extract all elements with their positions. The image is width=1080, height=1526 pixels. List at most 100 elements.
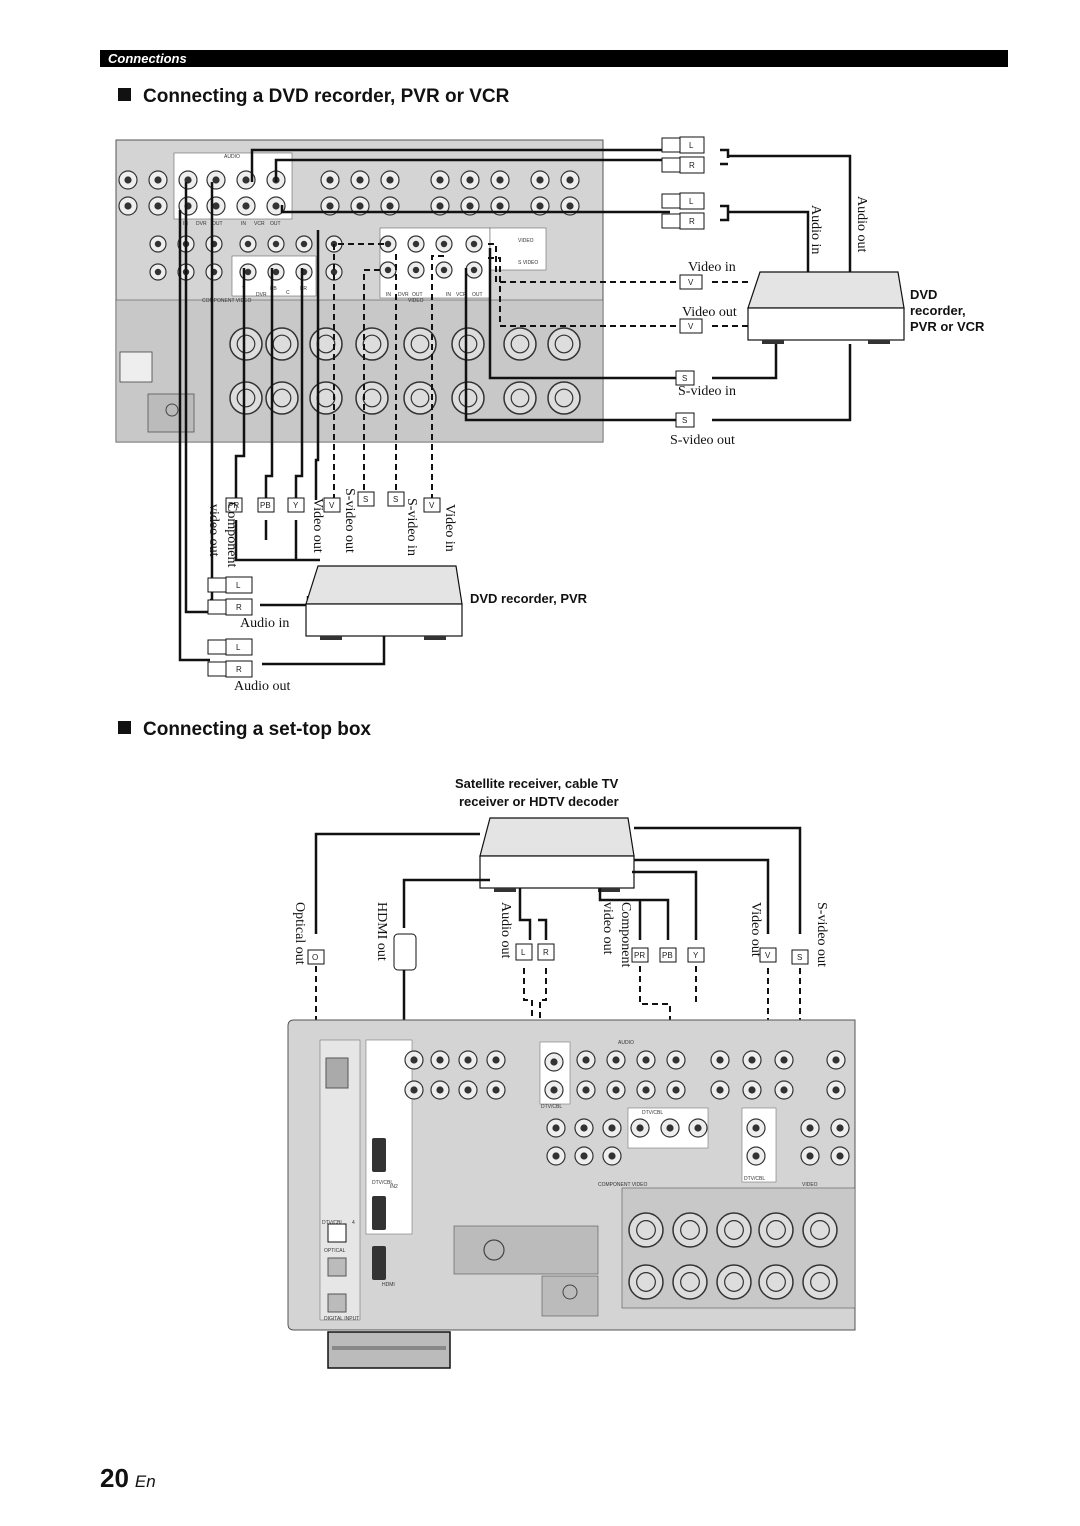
rca-jack-pin [436,202,444,210]
rca-jack-pin [412,240,420,248]
rca-jack-pin [384,240,392,248]
label-svideo-out: S-video out [670,433,735,448]
rca-jack-pin [410,1056,418,1064]
section-label: Connections [108,51,187,66]
label-component-video-out-line-2: video out [206,504,221,557]
label-stb-component-line-2: video out [600,902,615,955]
label-bottom-svideo-out: S-video out [342,488,357,553]
rca-jack-pin [244,240,252,248]
speaker-terminal-ring [236,334,256,354]
label-bottom-video-out: Video out [310,498,325,553]
plug-pb: PB [260,501,271,510]
rca-jack-pin [154,202,162,210]
plug-s-4: S [393,495,398,504]
device-right-label-line-1: DVD [910,287,937,302]
plug-r-2: R [689,217,695,226]
speaker-terminal [229,327,263,361]
cables-right-video [488,243,750,327]
rca-jack-pin [780,1056,788,1064]
speaker-terminal-ring [636,1272,656,1292]
rca-jack-pin [582,1056,590,1064]
plug-stb-v: V [765,951,771,960]
plug-stb-r: R [543,948,549,957]
panel-label-pr: PR [300,286,307,292]
plug-l: L [689,141,694,150]
rca-jack-pin [436,1086,444,1094]
plug-pr: PR [228,501,239,510]
plug-stb-y: Y [693,951,699,960]
label-bottom-svideo-in: S-video in [404,498,419,556]
rca-jack-pin [356,176,364,184]
rca-jack-pin [124,176,132,184]
rca-jack-pin [748,1056,756,1064]
speaker-terminal-ring [810,1272,830,1292]
panel-label-dtv-cbl: DTV/CBL [541,1104,562,1110]
rca-jack-pin [566,202,574,210]
rca-jack-pin [716,1086,724,1094]
rca-jack-pin [832,1056,840,1064]
speaker-terminal-ring [554,334,574,354]
speaker-terminal [716,1264,752,1300]
rca-jack-pin [386,202,394,210]
speaker-terminal-ring [810,1220,830,1240]
plug-y: Y [293,501,299,510]
rca-jack-pin [272,202,280,210]
plug-l-4: L [236,643,241,652]
label-bottom-audio-out: Audio out [234,679,291,694]
plugs-bottom: PR PB Y V S S V L R L R [207,491,441,678]
plug-l-2: L [689,197,694,206]
rca-jack-pin [496,202,504,210]
speaker-terminal [758,1212,794,1248]
speaker-terminal-ring [724,1220,744,1240]
rca-jack-pin [608,1124,616,1132]
speaker-terminal-ring [510,334,530,354]
speaker-terminal-ring [458,388,478,408]
panel-label-dtv-cbl-3: DTV/CBL [744,1176,765,1182]
panel-label-out-4: OUT [472,292,483,298]
speaker-terminal [547,381,581,415]
rca-jack-pin [806,1124,814,1132]
rca-jack-pin [580,1152,588,1160]
panel-label-audio-2: AUDIO [618,1040,634,1046]
rca-jack-pin [552,1124,560,1132]
rca-jack-pin [694,1124,702,1132]
rca-jack-pin [836,1124,844,1132]
speaker-terminal-ring [724,1272,744,1292]
plugs-right: L R L R V V S S [661,136,705,428]
speaker-terminal-ring [410,388,430,408]
page-lang: En [134,1472,156,1491]
rca-jack-pin [212,202,220,210]
speaker-terminal [672,1212,708,1248]
stb-device-label-line-1: Satellite receiver, cable TV [455,776,619,791]
plug-s-2: S [682,416,687,425]
panel-label-in2: IN2 [390,1184,398,1190]
page-number-value: 20 [100,1463,129,1493]
panel-label-dvr: DVR [196,221,207,227]
label-stb-audio-out: Audio out [498,902,513,959]
rca-jack-pin [154,240,162,248]
dvd-heading-text: Connecting a DVD recorder, PVR or VCR [143,86,510,107]
plug-v-4: V [429,501,435,510]
panel-label-optical: OPTICAL [324,1248,346,1254]
rca-jack-pin [752,1124,760,1132]
rca-jack-pin [716,1056,724,1064]
plug-r-4: R [236,665,242,674]
speaker-terminal-ring [236,388,256,408]
plug-v-3: V [329,501,335,510]
rca-jack-pin [492,1056,500,1064]
panel-label-video-2: VIDEO [408,298,424,304]
rca-jack-pin [470,240,478,248]
rca-jack-pin [440,240,448,248]
plug-r: R [689,161,695,170]
rca-jack-pin [580,1124,588,1132]
panel-label-s-video: S VIDEO [518,260,538,266]
panel-label-video-3: VIDEO [802,1182,818,1188]
rca-jack-pin [464,1086,472,1094]
speaker-terminal [355,381,389,415]
speaker-terminal [229,381,263,415]
panel-label-hdmi: HDMI [382,1282,395,1288]
stb-heading-text: Connecting a set-top box [143,719,371,740]
label-stb-svideo-out: S-video out [814,902,829,967]
rca-jack-pin [440,266,448,274]
rca-jack-pin [470,266,478,274]
